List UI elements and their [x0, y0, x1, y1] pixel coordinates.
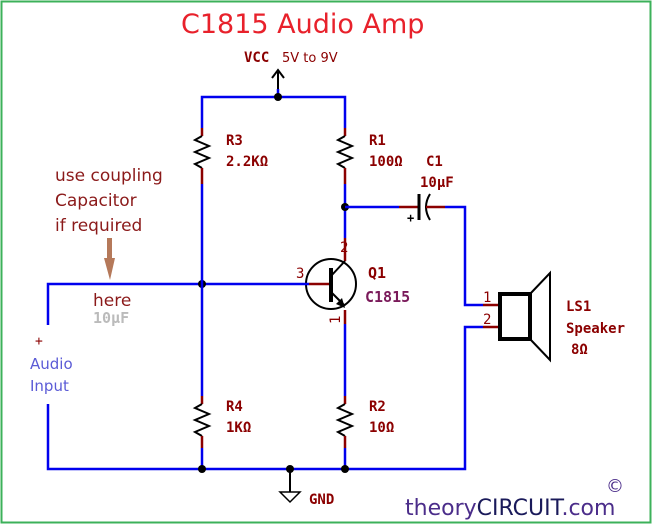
copyright-icon: © [606, 476, 624, 497]
brand-part-1: theory [405, 496, 477, 521]
input-polarity: + [35, 334, 43, 349]
junction-vcc [274, 93, 282, 101]
transistor-q1: 2 3 1 Q1 C1815 [296, 238, 410, 324]
c1-polarity: + [407, 211, 414, 225]
note-here: here [93, 291, 131, 311]
q1-pin-emitter: 1 [328, 316, 344, 324]
resistor-r2: R2 10Ω [335, 396, 394, 448]
note-arrow-shaft [107, 238, 112, 262]
input-label-2: Input [30, 377, 69, 395]
q1-part: C1815 [365, 288, 410, 306]
note-ghost-value: 10µF [93, 309, 129, 327]
base-wire [46, 282, 309, 325]
brand-watermark: theoryCIRCUIT.com © [405, 476, 624, 521]
r1-value: 100Ω [369, 154, 403, 170]
note-arrow-icon [104, 258, 115, 280]
r2-value: 10Ω [369, 420, 394, 436]
r1-ref: R1 [369, 133, 386, 149]
junction-gnd-r2 [341, 465, 349, 473]
speaker-ls1: 1 2 LS1 Speaker 8Ω [483, 270, 625, 363]
speaker-pin-1: 1 [483, 290, 491, 306]
note-line-3: if required [55, 216, 142, 236]
ground-rail-wire [46, 325, 483, 471]
gnd-label: GND [309, 492, 334, 508]
resistor-r3: R3 2.2KΩ [192, 128, 268, 184]
vcc-label: VCC [244, 50, 269, 66]
c1-value: 10µF [420, 175, 454, 191]
capacitor-c1: + C1 10µF [399, 154, 454, 225]
q1-ref: Q1 [368, 264, 386, 282]
r3-value: 2.2KΩ [226, 154, 268, 170]
note-line-1: use coupling [55, 166, 163, 186]
ground-symbol: GND [278, 469, 334, 508]
r4-ref: R4 [226, 399, 243, 415]
speaker-pin-2: 2 [483, 312, 491, 328]
speaker-name: Speaker [566, 321, 625, 337]
brand-text: theoryCIRCUIT.com [405, 496, 615, 521]
coupling-note: use coupling Capacitor if required here … [55, 166, 163, 327]
speaker-wire-1 [445, 205, 483, 307]
audio-input: + Audio Input [30, 334, 73, 395]
brand-part-3: .com [561, 496, 615, 521]
q1-pin-collector: 2 [340, 240, 348, 256]
input-label-1: Audio [30, 355, 73, 373]
q1-pin-base: 3 [296, 266, 304, 282]
r4-value: 1KΩ [226, 420, 251, 436]
speaker-value: 8Ω [571, 342, 588, 358]
brand-part-2: CIRCUIT [477, 496, 565, 521]
vcc-range: 5V to 9V [282, 51, 338, 66]
diagram-title: C1815 Audio Amp [181, 9, 424, 40]
speaker-ref: LS1 [566, 299, 591, 315]
r2-ref: R2 [369, 399, 386, 415]
resistor-r4: R4 1KΩ [192, 396, 251, 448]
vcc-symbol: VCC 5V to 9V [244, 50, 338, 97]
note-line-2: Capacitor [55, 191, 137, 211]
junction-gnd-r4 [198, 465, 206, 473]
top-rail-wire [200, 89, 347, 128]
resistor-r1: R1 100Ω [335, 128, 403, 184]
c1-ref: C1 [426, 154, 443, 170]
r3-ref: R3 [226, 133, 243, 149]
